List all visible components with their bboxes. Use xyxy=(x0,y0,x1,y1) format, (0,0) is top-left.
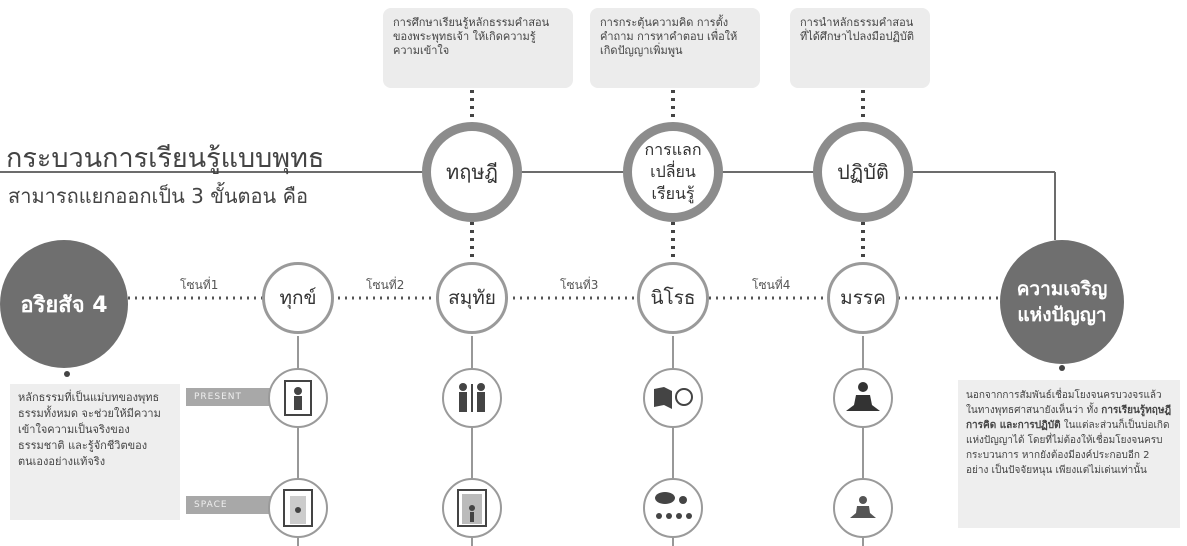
right-description-c: ในแต่ละส่วนก็เป็นบ่อเกิดแห่งปัญญาได้ โดย… xyxy=(966,420,1170,476)
truth-origin-label: สมุทัย xyxy=(448,287,496,309)
right-description-b: การเรียนรู้ทฤษฎี การคิด และการปฏิบัติ xyxy=(966,405,1172,431)
stage-practice-label: ปฏิบัติ xyxy=(837,160,889,184)
right-description-a: นอกจากการสัมพันธ์เชื่อมโยงจนครบวงจรแล้ว … xyxy=(966,390,1162,416)
present-band: PRESENT xyxy=(186,388,282,406)
theory-note: การศึกษาเรียนรู้หลักธรรมคำสอนของพระพุทธเ… xyxy=(383,8,573,88)
wisdom-growth: ความเจริญแห่งปัญญา xyxy=(1000,240,1124,364)
exchange-note: การกระตุ้นความคิด การตั้งคำถาม การหาคำตอ… xyxy=(590,8,760,88)
left-description: หลักธรรมที่เป็นแม่บทของพุทธธรรมทั้งหมด จ… xyxy=(10,384,180,520)
zone-label-2: โซนที่2 xyxy=(366,278,405,292)
truth-origin: สมุทัย xyxy=(436,262,508,334)
stage-exchange-label: การแลกเปลี่ยนเรียนรู้ xyxy=(644,140,702,203)
truth-suffering-label: ทุกข์ xyxy=(279,287,317,309)
four-noble-truths-label: อริยสัจ 4 xyxy=(20,292,108,318)
four-noble-truths: อริยสัจ 4 xyxy=(0,240,128,368)
stage-theory: ทฤษฎี xyxy=(422,122,522,222)
restroom-icon xyxy=(442,368,502,428)
truth-path: มรรค xyxy=(827,262,899,334)
truth-cessation: นิโรธ xyxy=(637,262,709,334)
page-title: กระบวนการเรียนรู้แบบพุทธ xyxy=(6,143,325,174)
wisdom-growth-label: ความเจริญแห่งปัญญา xyxy=(1016,278,1108,326)
meditation-icon xyxy=(833,368,893,428)
zone-label-4: โซนที่4 xyxy=(752,278,791,292)
book-head-icon xyxy=(643,368,703,428)
doorway-icon xyxy=(268,478,328,538)
door-person-icon xyxy=(268,368,328,428)
truth-cessation-label: นิโรธ xyxy=(650,287,696,309)
practice-note: การนำหลักธรรมคำสอนที่ได้ศึกษาไปลงมือปฏิบ… xyxy=(790,8,930,88)
elevator-icon xyxy=(442,478,502,538)
meditation-small-icon xyxy=(833,478,893,538)
space-band: SPACE xyxy=(186,496,282,514)
right-description: นอกจากการสัมพันธ์เชื่อมโยงจนครบวงจรแล้ว … xyxy=(958,380,1180,528)
page-subtitle: สามารถแยกออกเป็น 3 ขั้นตอน คือ xyxy=(8,184,308,208)
group-discussion-icon xyxy=(643,478,703,538)
zone-label-3: โซนที่3 xyxy=(560,278,599,292)
stage-practice: ปฏิบัติ xyxy=(813,122,913,222)
truth-path-label: มรรค xyxy=(840,287,886,309)
zone-label-1: โซนที่1 xyxy=(180,278,219,292)
stage-theory-label: ทฤษฎี xyxy=(446,160,498,184)
truth-suffering: ทุกข์ xyxy=(262,262,334,334)
stage-exchange: การแลกเปลี่ยนเรียนรู้ xyxy=(623,122,723,222)
